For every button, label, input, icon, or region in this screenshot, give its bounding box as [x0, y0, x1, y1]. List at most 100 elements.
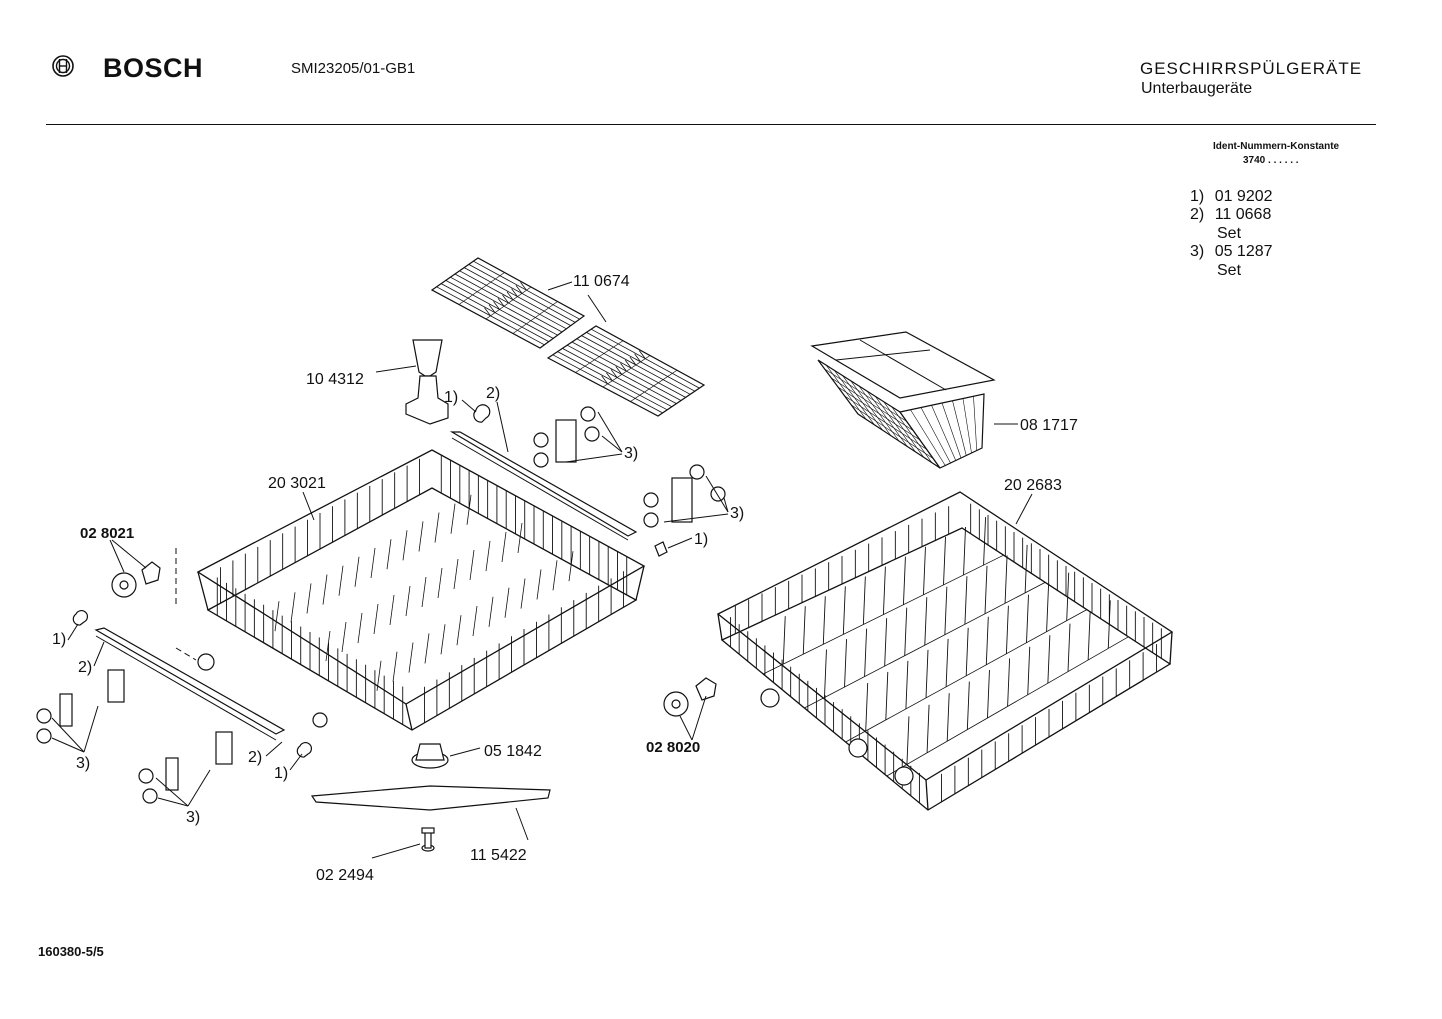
rail-part	[94, 627, 286, 735]
ref-label-3: 3)	[730, 505, 744, 522]
wire-line	[601, 375, 609, 385]
wire-line	[502, 294, 509, 304]
roller-set	[643, 464, 726, 528]
wire-line	[1007, 658, 1011, 707]
wire-line	[984, 565, 988, 614]
wire-line	[615, 366, 623, 375]
part-label-028020: 02 8020	[646, 739, 700, 756]
wire-line	[904, 607, 908, 656]
wire-line	[606, 372, 613, 381]
wire-line	[1026, 594, 1029, 643]
ref-label-1: 1)	[274, 765, 288, 782]
ref-label-3: 3)	[76, 755, 90, 772]
wire-line	[493, 301, 500, 310]
legend-key: 3)	[1190, 243, 1205, 260]
wire-line	[824, 649, 827, 698]
wire-line	[506, 291, 514, 301]
category-title: GESCHIRRSPÜLGERÄTE	[1140, 59, 1363, 78]
wire-line	[973, 396, 978, 451]
ref-label-3: 3)	[186, 809, 200, 826]
wire-line	[902, 556, 906, 605]
wire-line	[824, 368, 907, 422]
basket-roller	[663, 677, 717, 717]
rail-part	[449, 431, 638, 537]
leader-line	[375, 365, 417, 373]
wire-line	[629, 356, 637, 366]
wire-line	[851, 404, 934, 459]
wire-line	[517, 522, 523, 554]
wire-line	[602, 355, 651, 388]
wire-line	[862, 576, 866, 625]
wire-line	[966, 681, 970, 730]
ref-label-3: 3)	[624, 445, 638, 462]
wire-line	[274, 601, 280, 632]
wire-line	[485, 540, 491, 572]
wire-line	[357, 612, 363, 644]
spray-arm-bearing	[411, 743, 449, 769]
wire-line	[925, 649, 929, 698]
header-divider	[46, 124, 1376, 125]
wire-line	[373, 603, 379, 635]
wire-line	[865, 682, 869, 731]
wire-line	[864, 628, 868, 677]
wire-line	[945, 638, 949, 687]
wire-line	[536, 569, 542, 600]
wire-line	[392, 651, 398, 682]
wire-line	[386, 539, 392, 570]
wire-line	[484, 307, 491, 317]
document-number: 160380-5/5	[38, 944, 104, 959]
clip-part	[473, 404, 491, 423]
wire-line	[802, 606, 806, 655]
lower-basket	[716, 491, 1174, 811]
wire-line	[421, 576, 427, 608]
wire-line	[504, 587, 510, 618]
legend-item: 1) 01 9202	[1190, 188, 1273, 206]
lower-spray-arm	[310, 785, 551, 811]
wire-line	[924, 597, 928, 646]
ref-label-1: 1)	[52, 631, 66, 648]
wire-line	[963, 526, 966, 576]
legend-suffix: Set	[1217, 225, 1242, 242]
cutlery-rack-insert	[430, 257, 706, 417]
wire-line	[497, 297, 505, 307]
cutlery-basket	[810, 331, 996, 469]
wire-line	[837, 386, 921, 441]
wire-line	[552, 560, 558, 591]
wire-line	[624, 359, 632, 369]
wire-line	[575, 340, 624, 373]
leader-line	[587, 294, 607, 323]
roller-set	[36, 669, 125, 744]
roller-set	[138, 731, 233, 804]
wire-line	[512, 301, 558, 334]
part-label-081717: 08 1717	[1020, 417, 1078, 434]
wire-line	[408, 642, 414, 673]
wire-line	[453, 558, 459, 590]
wire-line	[946, 693, 950, 742]
screw-part	[421, 827, 435, 852]
wire-line	[511, 288, 518, 297]
ref-label-2: 2)	[248, 749, 262, 766]
wire-line	[472, 605, 478, 637]
wire-line	[926, 704, 930, 753]
wire-line	[354, 556, 360, 587]
wire-line	[389, 594, 395, 626]
wire-line	[440, 624, 446, 655]
wire-line	[1087, 611, 1091, 661]
wire-line	[450, 503, 456, 534]
ident-label: Ident-Nummern-Konstante	[1213, 141, 1340, 152]
nozzle-part	[405, 339, 449, 425]
ref-label-1: 1)	[444, 389, 458, 406]
wire-line	[885, 671, 889, 720]
wire-line	[905, 660, 909, 709]
brand-name: BOSCH	[103, 53, 204, 83]
wire-line	[882, 566, 886, 615]
category-subtitle: Unterbaugeräte	[1141, 80, 1253, 97]
wire-line	[520, 578, 526, 609]
wire-line	[485, 286, 532, 320]
wire-line	[923, 546, 926, 595]
legend-item: 3) 05 1287	[1190, 243, 1273, 261]
wire-line	[965, 627, 969, 676]
model-number: SMI23205/01-GB1	[291, 60, 416, 77]
wire-line	[638, 350, 646, 359]
